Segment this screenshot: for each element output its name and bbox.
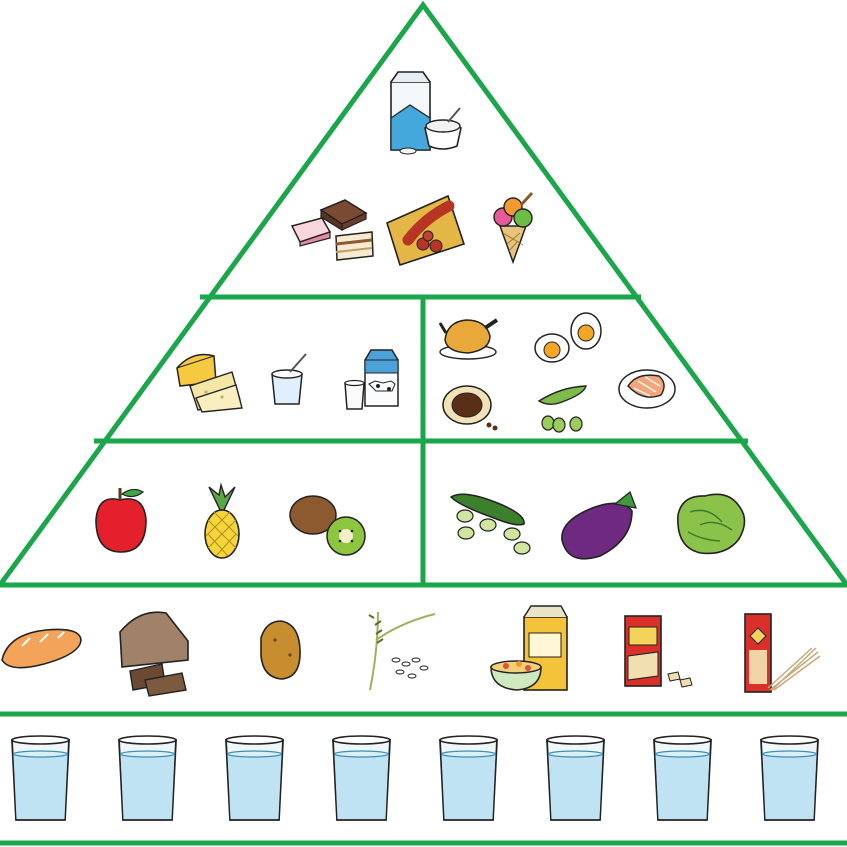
vegetable-section <box>449 491 746 560</box>
pineapple-icon <box>204 482 240 559</box>
pyramid-outline <box>0 0 847 587</box>
salmon-steak-icon <box>618 369 676 409</box>
apex-tier <box>290 71 534 267</box>
milk-glass-icon <box>344 379 365 410</box>
water-row <box>11 735 819 821</box>
apple-icon <box>95 488 147 553</box>
water-glass-icon <box>439 735 498 821</box>
water-glass-icon <box>760 735 819 821</box>
spaghetti-icon <box>744 613 821 693</box>
bread-loaf-icon <box>119 611 189 697</box>
sugar-icon <box>390 71 462 155</box>
ice-cream-icon <box>493 191 534 265</box>
pastries-icon <box>290 199 374 261</box>
rice-plant-icon <box>368 611 436 691</box>
fruit-section <box>95 482 366 559</box>
potato-icon <box>260 620 301 680</box>
macaroni-box-icon <box>624 615 693 688</box>
cereal-icon <box>490 605 568 691</box>
water-glass-icon <box>332 735 391 821</box>
water-glass-icon <box>118 735 177 821</box>
milk-carton-icon <box>364 349 399 407</box>
dairy-section <box>176 349 399 413</box>
starch-row <box>1 605 821 697</box>
water-glass-icon <box>11 735 70 821</box>
boiled-eggs-icon <box>534 312 602 363</box>
kiwi-icon <box>289 495 366 556</box>
water-glass-icon <box>225 735 284 821</box>
water-glass-icon <box>653 735 712 821</box>
zucchini-icon <box>449 493 531 555</box>
lentils-icon <box>442 385 498 431</box>
baguette-icon <box>1 628 82 669</box>
roast-chicken-icon <box>438 318 499 360</box>
cheese-icon <box>176 353 243 413</box>
yogurt-icon <box>271 353 307 405</box>
eggplant-icon <box>561 491 637 560</box>
water-glass-icon <box>546 735 605 821</box>
broad-beans-icon <box>537 385 587 433</box>
sausage-icon <box>386 194 466 267</box>
lettuce-icon <box>677 493 746 555</box>
protein-section <box>438 312 676 433</box>
